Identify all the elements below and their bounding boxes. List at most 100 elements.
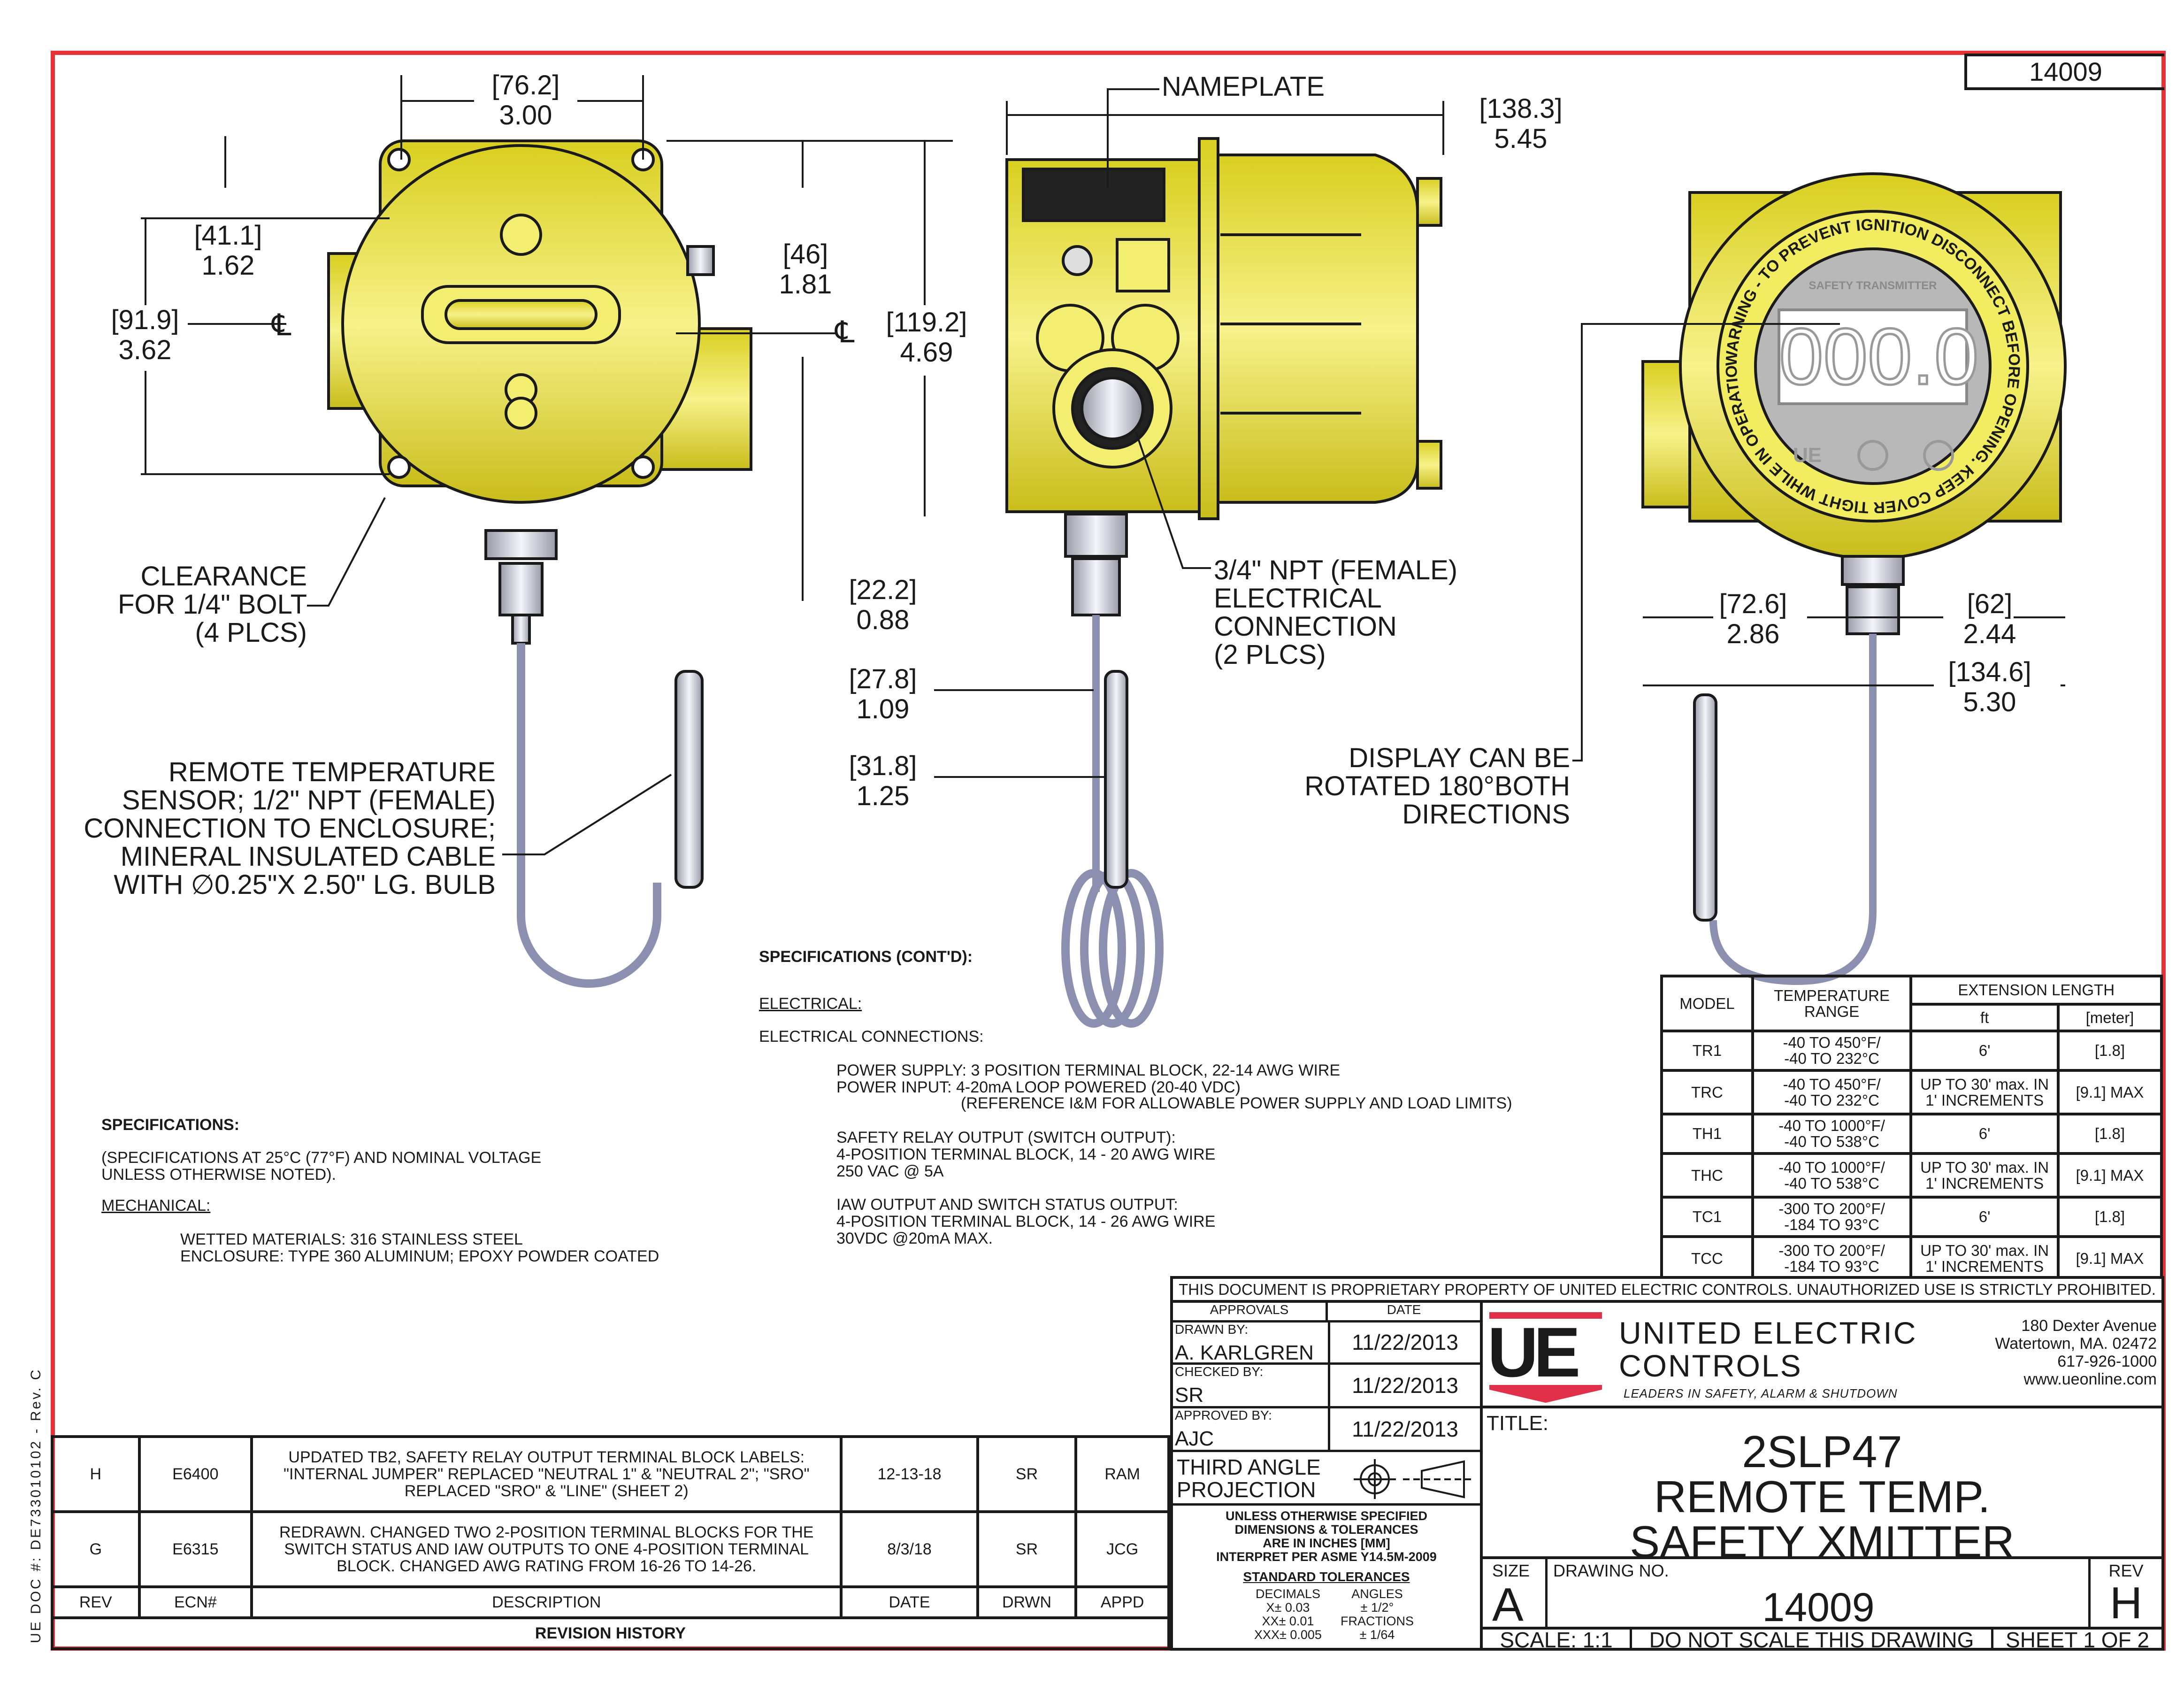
company-tagline: LEADERS IN SAFETY, ALARM & SHUTDOWN bbox=[1624, 1386, 1898, 1400]
proprietary-notice: THIS DOCUMENT IS PROPRIETARY PROPERTY OF… bbox=[1170, 1276, 2164, 1303]
size-label: SIZE bbox=[1492, 1561, 1530, 1580]
approved-by-row: APPROVED BY: AJC 11/22/2013 bbox=[1173, 1408, 1480, 1452]
company-block: UE UNITED ELECTRIC CONTROLS LEADERS IN S… bbox=[1483, 1303, 2161, 1408]
approved-by: AJC bbox=[1175, 1427, 1214, 1450]
model-cell-model: TRC bbox=[1660, 1069, 1754, 1115]
dim-height-left: [91.9]3.62 bbox=[111, 305, 179, 365]
company-logo: UE bbox=[1487, 1313, 1580, 1392]
standard-tolerances-label: STANDARD TOLERANCES bbox=[1243, 1569, 1410, 1584]
model-table: MODEL TEMPERATURE RANGE EXTENSION LENGTH… bbox=[1660, 975, 2163, 1282]
model-cell-ft: 6' bbox=[1909, 1196, 2060, 1238]
dim-fitting-3: [31.8]1.25 bbox=[849, 751, 917, 811]
sheet-number: 14009 bbox=[1964, 54, 2164, 90]
header-extension: EXTENSION LENGTH bbox=[1909, 975, 2163, 1006]
model-cell-model: THC bbox=[1660, 1152, 1754, 1199]
model-cell-model: TC1 bbox=[1660, 1196, 1754, 1238]
revision-header: DATE bbox=[840, 1585, 979, 1619]
revision-header: DRWN bbox=[976, 1585, 1078, 1619]
drawn-label: DRAWN BY: bbox=[1175, 1322, 1249, 1337]
company-address: 180 Dexter Avenue Watertown, MA. 02472 6… bbox=[1995, 1317, 2157, 1388]
checked-label: CHECKED BY: bbox=[1175, 1364, 1264, 1379]
header-model: MODEL bbox=[1660, 975, 1754, 1032]
dim-height-side: [119.2]4.69 bbox=[886, 307, 967, 368]
scale: SCALE: 1:1 bbox=[1483, 1629, 1632, 1651]
specifications-note: (SPECIFICATIONS AT 25°C (77°F) AND NOMIN… bbox=[101, 1149, 542, 1184]
company-name-line1: UNITED ELECTRIC bbox=[1619, 1315, 1917, 1350]
title-divider bbox=[1483, 1556, 2161, 1559]
revision-cell-desc: UPDATED TB2, SAFETY RELAY OUTPUT TERMINA… bbox=[250, 1435, 843, 1513]
revision-cell-ecn: E6400 bbox=[138, 1435, 253, 1513]
revision-cell-ecn: E6315 bbox=[138, 1510, 253, 1588]
logo-bar bbox=[1489, 1312, 1602, 1319]
specifications-title: SPECIFICATIONS: bbox=[101, 1116, 240, 1134]
title-block-main: UE UNITED ELECTRIC CONTROLS LEADERS IN S… bbox=[1480, 1300, 2164, 1651]
specs-cont-title: SPECIFICATIONS (CONT'D): bbox=[759, 948, 973, 966]
model-cell-ft: UP TO 30' max. IN 1' INCREMENTS bbox=[1909, 1235, 2060, 1282]
electrical-connections-label: ELECTRICAL CONNECTIONS: bbox=[759, 1028, 984, 1046]
drawing-no-label: DRAWING NO. bbox=[1553, 1561, 1669, 1580]
revision-cell-appd: JCG bbox=[1074, 1510, 1170, 1588]
iaw-spec: IAW OUTPUT AND SWITCH STATUS OUTPUT: 4-P… bbox=[836, 1196, 1216, 1247]
header-range: TEMPERATURE RANGE bbox=[1751, 975, 1913, 1032]
centerline-symbol: ℄ bbox=[835, 315, 855, 349]
scale-divider bbox=[1483, 1627, 2161, 1630]
front-view-enclosure bbox=[1641, 172, 2067, 985]
electrical-label: ELECTRICAL: bbox=[759, 995, 862, 1013]
model-cell-model: TCC bbox=[1660, 1235, 1754, 1282]
revision-cell-desc: REDRAWN. CHANGED TWO 2-POSITION TERMINAL… bbox=[250, 1510, 843, 1588]
display-logo: UE bbox=[1793, 444, 1822, 467]
approvals-label: APPROVALS bbox=[1173, 1303, 1328, 1323]
revision-header: DESCRIPTION bbox=[250, 1585, 843, 1619]
do-not-scale-note: DO NOT SCALE THIS DRAWING bbox=[1632, 1629, 1993, 1651]
display-callout: DISPLAY CAN BE ROTATED 180°BOTH DIRECTIO… bbox=[1304, 743, 1570, 830]
dim-fitting-1: [22.2]0.88 bbox=[849, 575, 917, 635]
model-cell-range: -40 TO 450°F/ -40 TO 232°C bbox=[1751, 1069, 1913, 1115]
date-label: DATE bbox=[1328, 1303, 1480, 1323]
revision-header: APPD bbox=[1074, 1585, 1170, 1619]
model-cell-ft: UP TO 30' max. IN 1' INCREMENTS bbox=[1909, 1069, 2060, 1115]
model-cell-model: TR1 bbox=[1660, 1030, 1754, 1072]
model-cell-m: [1.8] bbox=[2056, 1030, 2163, 1072]
decimal-tolerances: DECIMALS X± 0.03 XX± 0.01 XXX± 0.005 bbox=[1254, 1587, 1322, 1642]
model-cell-range: -40 TO 1000°F/ -40 TO 538°C bbox=[1751, 1113, 1913, 1155]
model-cell-range: -40 TO 1000°F/ -40 TO 538°C bbox=[1751, 1152, 1913, 1199]
revision-cell-date: 12-13-18 bbox=[840, 1435, 979, 1513]
header-meter: [meter] bbox=[2056, 1003, 2163, 1032]
size-cell: SIZE A bbox=[1483, 1559, 1548, 1631]
cover-warning-ring: WARNING - TO PREVENT IGNITION DISCONNECT… bbox=[1680, 174, 2023, 516]
mechanical-label: MECHANICAL: bbox=[101, 1197, 211, 1215]
projection-row: THIRD ANGLE PROJECTION bbox=[1173, 1452, 1480, 1506]
npt-callout: 3/4" NPT (FEMALE) ELECTRICAL CONNECTION … bbox=[1214, 555, 1458, 670]
model-cell-m: [1.8] bbox=[2056, 1196, 2163, 1238]
company-name-line2: CONTROLS bbox=[1619, 1348, 1802, 1383]
nameplate-callout: NAMEPLATE bbox=[1162, 71, 1325, 102]
dim-fitting-2: [27.8]1.09 bbox=[849, 664, 917, 724]
title-label: TITLE: bbox=[1487, 1412, 1549, 1435]
logo-chevron-icon bbox=[1489, 1385, 1602, 1403]
tolerance-note: UNLESS OTHERWISE SPECIFIED DIMENSIONS & … bbox=[1216, 1509, 1437, 1564]
checked-date: 11/22/2013 bbox=[1328, 1365, 1480, 1406]
model-cell-ft: UP TO 30' max. IN 1' INCREMENTS bbox=[1909, 1152, 2060, 1199]
revision-cell-appd: RAM bbox=[1074, 1435, 1170, 1513]
dim-front-right: [62]2.44 bbox=[1963, 589, 2016, 649]
doc-number: UE DOC #: DE733010102 - Rev. C bbox=[28, 1368, 44, 1643]
power-spec: POWER SUPPLY: 3 POSITION TERMINAL BLOCK,… bbox=[836, 1061, 1341, 1096]
revision-header: REV bbox=[51, 1585, 141, 1619]
checked-by: SR bbox=[1175, 1384, 1204, 1407]
approved-date: 11/22/2013 bbox=[1328, 1408, 1480, 1450]
model-cell-m: [9.1] MAX bbox=[2056, 1069, 2163, 1115]
revision-title-row: REVISION HISTORY bbox=[51, 1616, 1170, 1650]
third-angle-projection-icon bbox=[1354, 1459, 1471, 1499]
rev-value: H bbox=[2109, 1578, 2143, 1628]
dimension-lines bbox=[141, 75, 2065, 855]
model-cell-ft: 6' bbox=[1909, 1113, 2060, 1155]
sheet-count: SHEET 1 OF 2 bbox=[2006, 1628, 2149, 1652]
